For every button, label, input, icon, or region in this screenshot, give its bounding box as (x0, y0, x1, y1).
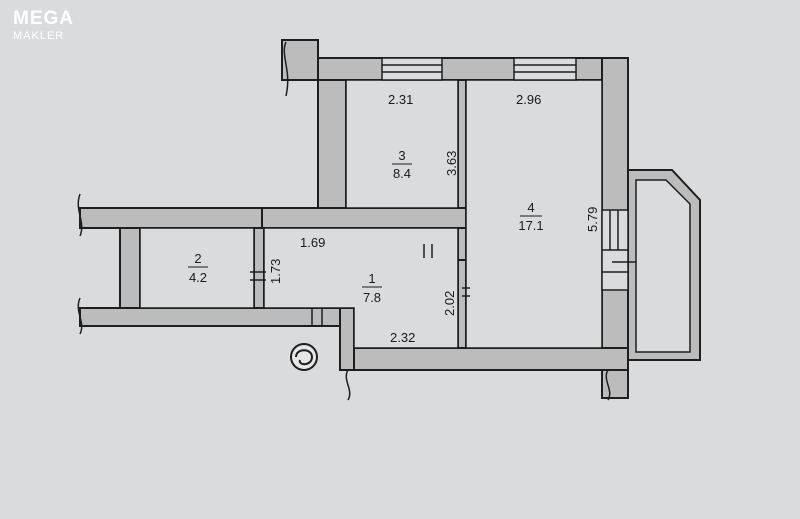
wall-left-bottom (79, 307, 351, 327)
room4-number: 4 (527, 200, 534, 215)
wall-hall-room4 (457, 259, 467, 349)
room1-number: 1 (368, 271, 375, 286)
room4-area: 17.1 (518, 218, 543, 233)
dim-room3-width: 2.31 (388, 92, 413, 107)
wall-left-top (79, 207, 263, 229)
dim-hall-side: 2.02 (442, 291, 457, 316)
dimension-labels: 2.31 2.96 3.63 5.79 1.69 2.02 2.32 1.73 (268, 92, 600, 345)
wall-under-room3 (261, 207, 467, 229)
wall-top (317, 57, 629, 81)
brand-logo-line2: MAKLER (13, 30, 65, 42)
window-room3 (381, 57, 443, 81)
wall-left-upper (317, 57, 347, 209)
door-marks (250, 244, 636, 326)
dim-bath-height: 1.73 (268, 259, 283, 284)
room1-floor (263, 227, 459, 349)
dim-room3-depth: 3.63 (444, 151, 459, 176)
room3-number: 3 (398, 148, 405, 163)
dim-hall-bottom: 2.32 (390, 330, 415, 345)
room3-area: 8.4 (393, 166, 411, 181)
windows (381, 57, 629, 291)
brand-logo-line1: MEGA (13, 8, 74, 29)
room2-floor (139, 227, 255, 309)
room1-area: 7.8 (363, 290, 381, 305)
brand-logo: MEGA MAKLER (13, 9, 85, 43)
wall-hall-bottom-left (339, 307, 355, 371)
room-labels: 3 8.4 4 17.1 2 4.2 1 7.8 (188, 148, 544, 305)
break-lines (77, 41, 611, 401)
ventilation-shaft-icon (290, 343, 318, 371)
room2-number: 2 (194, 251, 201, 266)
window-room4 (513, 57, 577, 81)
dim-hall-top: 1.69 (300, 235, 325, 250)
walls (79, 39, 701, 399)
room2-area: 4.2 (189, 270, 207, 285)
balcony-floor (635, 179, 691, 353)
wall-left-col (119, 227, 141, 309)
room4-floor (465, 79, 603, 349)
wall-bath-hall (253, 227, 265, 309)
wall-bottom (339, 347, 629, 371)
dim-room4-width: 2.96 (516, 92, 541, 107)
room-fills (139, 79, 691, 353)
dim-room4-depth: 5.79 (585, 207, 600, 232)
room3-floor (345, 79, 459, 209)
